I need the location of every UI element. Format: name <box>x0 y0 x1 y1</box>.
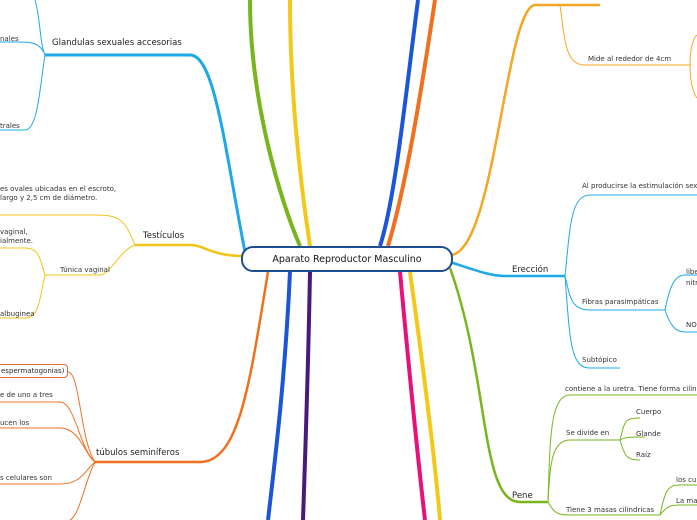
tunica-vaginal-node[interactable]: Túnica vaginal <box>60 266 110 274</box>
masas-cilindricas-node[interactable]: Tiene 3 masas cilindricas <box>566 506 655 514</box>
ereccion-node[interactable]: Erección <box>512 265 549 275</box>
tubulos-item-2[interactable]: e de uno a tres <box>0 391 53 399</box>
masa-item-2[interactable]: La ma <box>676 497 697 505</box>
mide-node[interactable]: Mide al rededor de 4cm <box>588 55 672 63</box>
tubulos-node[interactable]: túbulos seminíferos <box>96 448 180 458</box>
testiculos-node[interactable]: Testículos <box>143 231 185 241</box>
fibras-parasimpaticas-node[interactable]: Fibras parasimpáticas <box>582 298 659 306</box>
tubulos-item-1[interactable]: espermatogonias) <box>0 364 68 378</box>
pene-parte-cuerpo[interactable]: Cuerpo <box>636 408 662 416</box>
masa-item-1[interactable]: los cu <box>676 476 697 484</box>
testiculos-description-line2: largo y 2,5 cm de diámetro. <box>0 194 98 202</box>
ereccion-estimulacion[interactable]: Al producirse la estimulación sexu <box>582 182 697 190</box>
pene-node[interactable]: Pene <box>512 491 533 501</box>
central-node[interactable]: Aparato Reproductor Masculino <box>241 246 453 272</box>
subtopico-node[interactable]: Subtópico <box>582 356 617 364</box>
tubulos-item-3[interactable]: ucen los <box>0 419 30 427</box>
pene-uretra[interactable]: contiene a la uretra. Tiene forma cilind <box>565 385 697 393</box>
pene-parte-glande[interactable]: Glande <box>636 430 661 438</box>
testiculos-vaginal-line1: vaginal, <box>0 228 28 236</box>
se-divide-node[interactable]: Se divide en <box>566 429 610 437</box>
ereccion-libe: libe <box>686 268 697 276</box>
tubulos-item-1-label: espermatogonias) <box>1 367 65 375</box>
albuginea-node[interactable]: albuginea <box>0 310 35 318</box>
ereccion-no: NO <box>686 321 697 329</box>
pene-parte-raiz[interactable]: Raíz <box>636 451 651 459</box>
glandulas-child-2[interactable]: trales <box>0 122 20 130</box>
glandulas-node[interactable]: Glandulas sexuales accesorias <box>52 38 182 48</box>
testiculos-description-line1: es ovales ubicadas en el escroto, <box>0 185 117 193</box>
tubulos-item-4[interactable]: s celulares son <box>0 474 52 482</box>
testiculos-vaginal-line2: ialmente. <box>0 237 34 245</box>
central-title: Aparato Reproductor Masculino <box>272 253 422 265</box>
glandulas-child-1[interactable]: nales <box>0 35 19 43</box>
ereccion-nitr: nitr <box>686 279 697 287</box>
